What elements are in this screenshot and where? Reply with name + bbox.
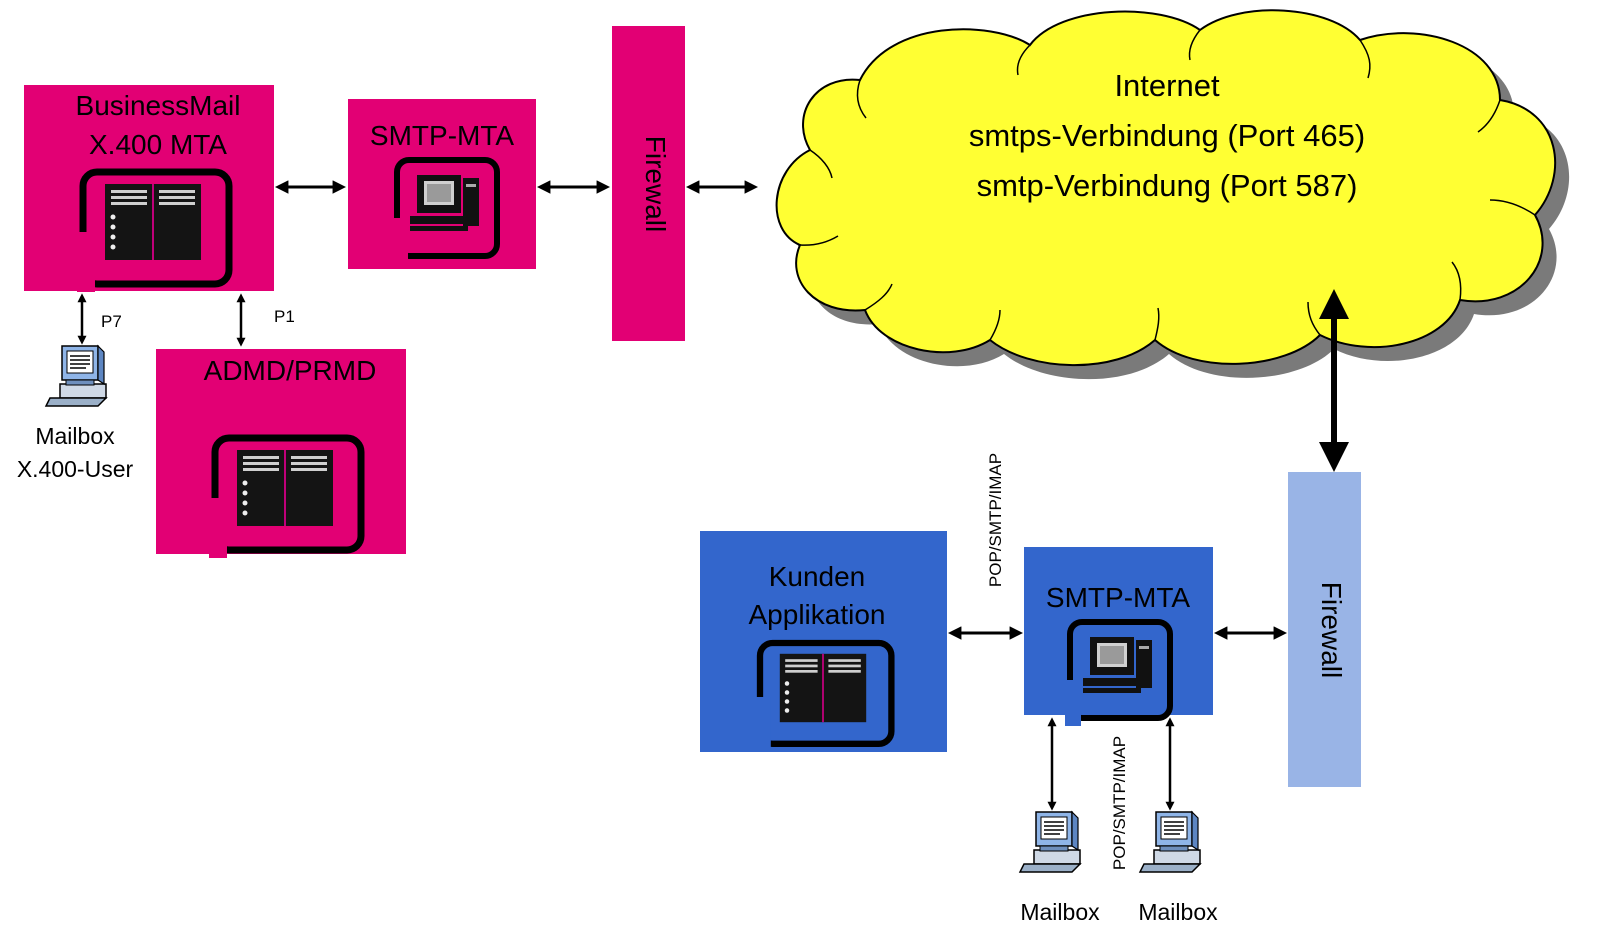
admd-prmd-box: ADMD/PRMD xyxy=(156,349,406,558)
p7-label: P7 xyxy=(101,312,122,331)
mailbox-x400-label: Mailbox xyxy=(35,423,115,449)
mailbox-b: Mailbox xyxy=(1138,811,1218,925)
kunden-label: Kunden xyxy=(769,561,866,592)
firewall-bottom-label: Firewall xyxy=(1316,582,1347,678)
workstation-icon xyxy=(45,345,107,407)
smtp-mta-top-box: SMTP-MTA xyxy=(348,99,536,269)
cloud-internet-label: Internet xyxy=(1114,68,1220,103)
kunden-applikation-box: Kunden Applikation xyxy=(700,531,947,752)
cloud-smtp-label: smtp-Verbindung (Port 587) xyxy=(977,168,1358,203)
smtp-mta-top-label: SMTP-MTA xyxy=(370,120,514,151)
applikation-label: Applikation xyxy=(749,599,886,630)
firewall-top-label: Firewall xyxy=(640,136,671,232)
mailbox-a: Mailbox xyxy=(1019,811,1100,925)
businessmail-title: BusinessMail xyxy=(76,90,241,121)
mailbox-b-label: Mailbox xyxy=(1138,899,1218,925)
x400-user-label: X.400-User xyxy=(17,456,134,482)
smtp-mta-bottom-label: SMTP-MTA xyxy=(1046,582,1190,613)
internet-cloud: Internet smtps-Verbindung (Port 465) smt… xyxy=(775,9,1570,380)
smtp-mta-bottom-box: SMTP-MTA xyxy=(1024,547,1213,726)
workstation-icon xyxy=(1019,811,1081,873)
workstation-icon xyxy=(1139,811,1201,873)
mailbox-x400-user: Mailbox X.400-User xyxy=(17,345,134,482)
protocols-bottom-label: POP/SMTP/IMAP xyxy=(1110,736,1129,870)
mailbox-a-label: Mailbox xyxy=(1020,899,1100,925)
businessmail-subtitle: X.400 MTA xyxy=(89,129,227,160)
protocols-top-label: POP/SMTP/IMAP xyxy=(986,453,1005,587)
firewall-bottom: Firewall xyxy=(1288,472,1361,787)
cloud-smtps-label: smtps-Verbindung (Port 465) xyxy=(969,118,1365,153)
admd-prmd-label: ADMD/PRMD xyxy=(204,355,377,386)
p1-label: P1 xyxy=(274,307,295,326)
firewall-top: Firewall xyxy=(612,26,685,341)
businessmail-x400-mta-box: BusinessMail X.400 MTA xyxy=(24,85,274,292)
